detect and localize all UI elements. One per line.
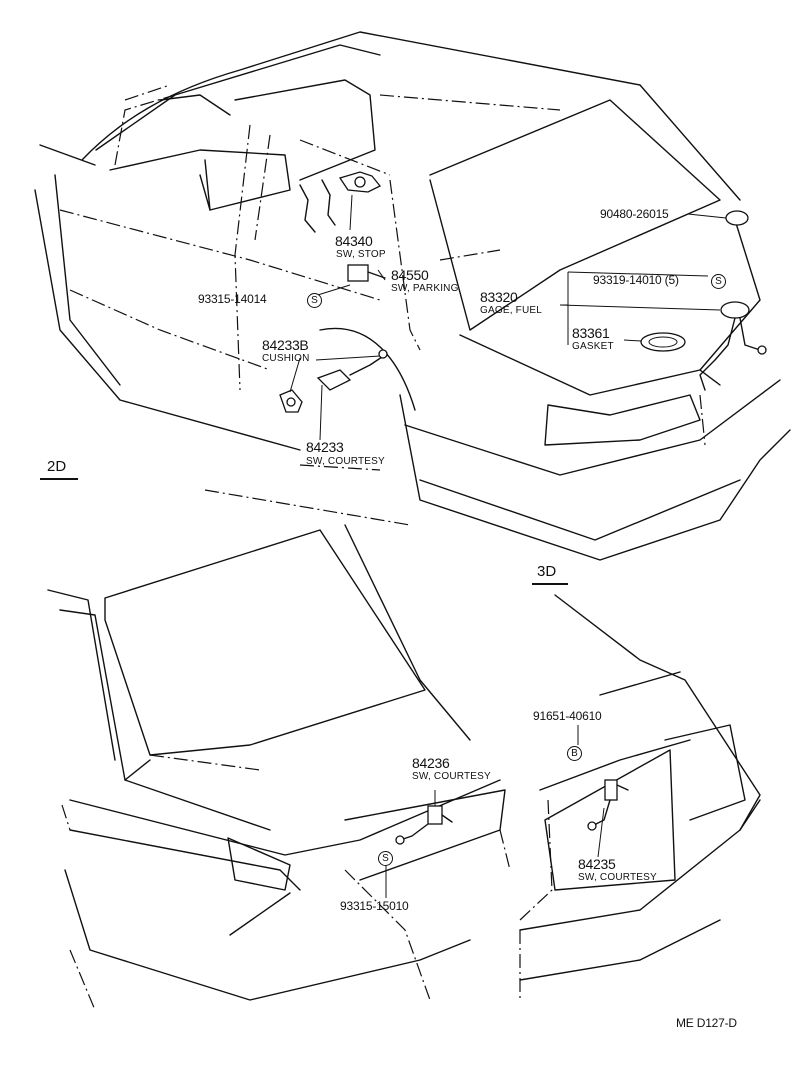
view-label-2d-underline xyxy=(40,478,78,480)
part-number-84233B: 84233B xyxy=(262,337,309,353)
part-number-91651-40610: 91651-40610 xyxy=(533,709,602,723)
part-desc-84550: SW, PARKING xyxy=(391,283,459,294)
leader-lines-3d xyxy=(577,725,605,858)
part-84340-stop-switch xyxy=(299,171,382,233)
part-number-93315-15010: 93315-15010 xyxy=(340,899,409,913)
part-desc-83320: GAGE, FUEL xyxy=(480,305,543,316)
car-3d-body xyxy=(519,594,761,1000)
part-90480-grommet xyxy=(725,210,749,226)
symbol-s-93319-14010: S xyxy=(711,274,726,289)
part-number-93315-14014: 93315-14014 xyxy=(198,292,267,306)
part-desc-84340: SW, STOP xyxy=(336,249,386,260)
leader-lines-sedan xyxy=(385,790,436,898)
part-desc-83361: GASKET xyxy=(572,341,614,352)
part-number-84233: 84233 xyxy=(306,439,344,455)
part-84235-courtesy-switch xyxy=(587,779,629,831)
part-desc-84236: SW, COURTESY xyxy=(412,771,491,782)
part-84236-courtesy-switch xyxy=(395,805,453,845)
part-number-84236: 84236 xyxy=(412,755,450,771)
part-number-84550: 84550 xyxy=(391,267,429,283)
part-83320-fuel-gage xyxy=(699,301,767,391)
part-83361-gasket xyxy=(640,332,686,352)
part-desc-84233: SW, COURTESY xyxy=(306,456,385,467)
part-number-90480-26015: 90480-26015 xyxy=(600,207,669,221)
view-label-2d: 2D xyxy=(47,458,67,475)
part-84233B-cushion xyxy=(279,389,303,413)
view-label-3d-underline xyxy=(532,583,568,585)
car-2d-body xyxy=(34,31,791,561)
symbol-s-93315-14014: S xyxy=(307,293,322,308)
symbol-b-91651-40610: B xyxy=(567,746,582,761)
view-label-3d: 3D xyxy=(537,563,557,580)
part-84233-courtesy-switch xyxy=(316,349,388,391)
drawing-code: ME D127-D xyxy=(676,1016,737,1030)
part-number-84235: 84235 xyxy=(578,856,616,872)
part-84550-parking-switch xyxy=(347,264,386,282)
part-number-83361: 83361 xyxy=(572,325,610,341)
part-number-83320: 83320 xyxy=(480,289,518,305)
part-desc-84235: SW, COURTESY xyxy=(578,872,657,883)
leader-lines-2d xyxy=(289,194,727,441)
symbol-s-93315-15010: S xyxy=(378,851,393,866)
car-sedan-body xyxy=(47,489,511,1011)
part-desc-84233B: CUSHION xyxy=(262,353,310,364)
part-number-93319-14010: 93319-14010 (5) xyxy=(593,273,679,287)
part-number-84340: 84340 xyxy=(335,233,373,249)
